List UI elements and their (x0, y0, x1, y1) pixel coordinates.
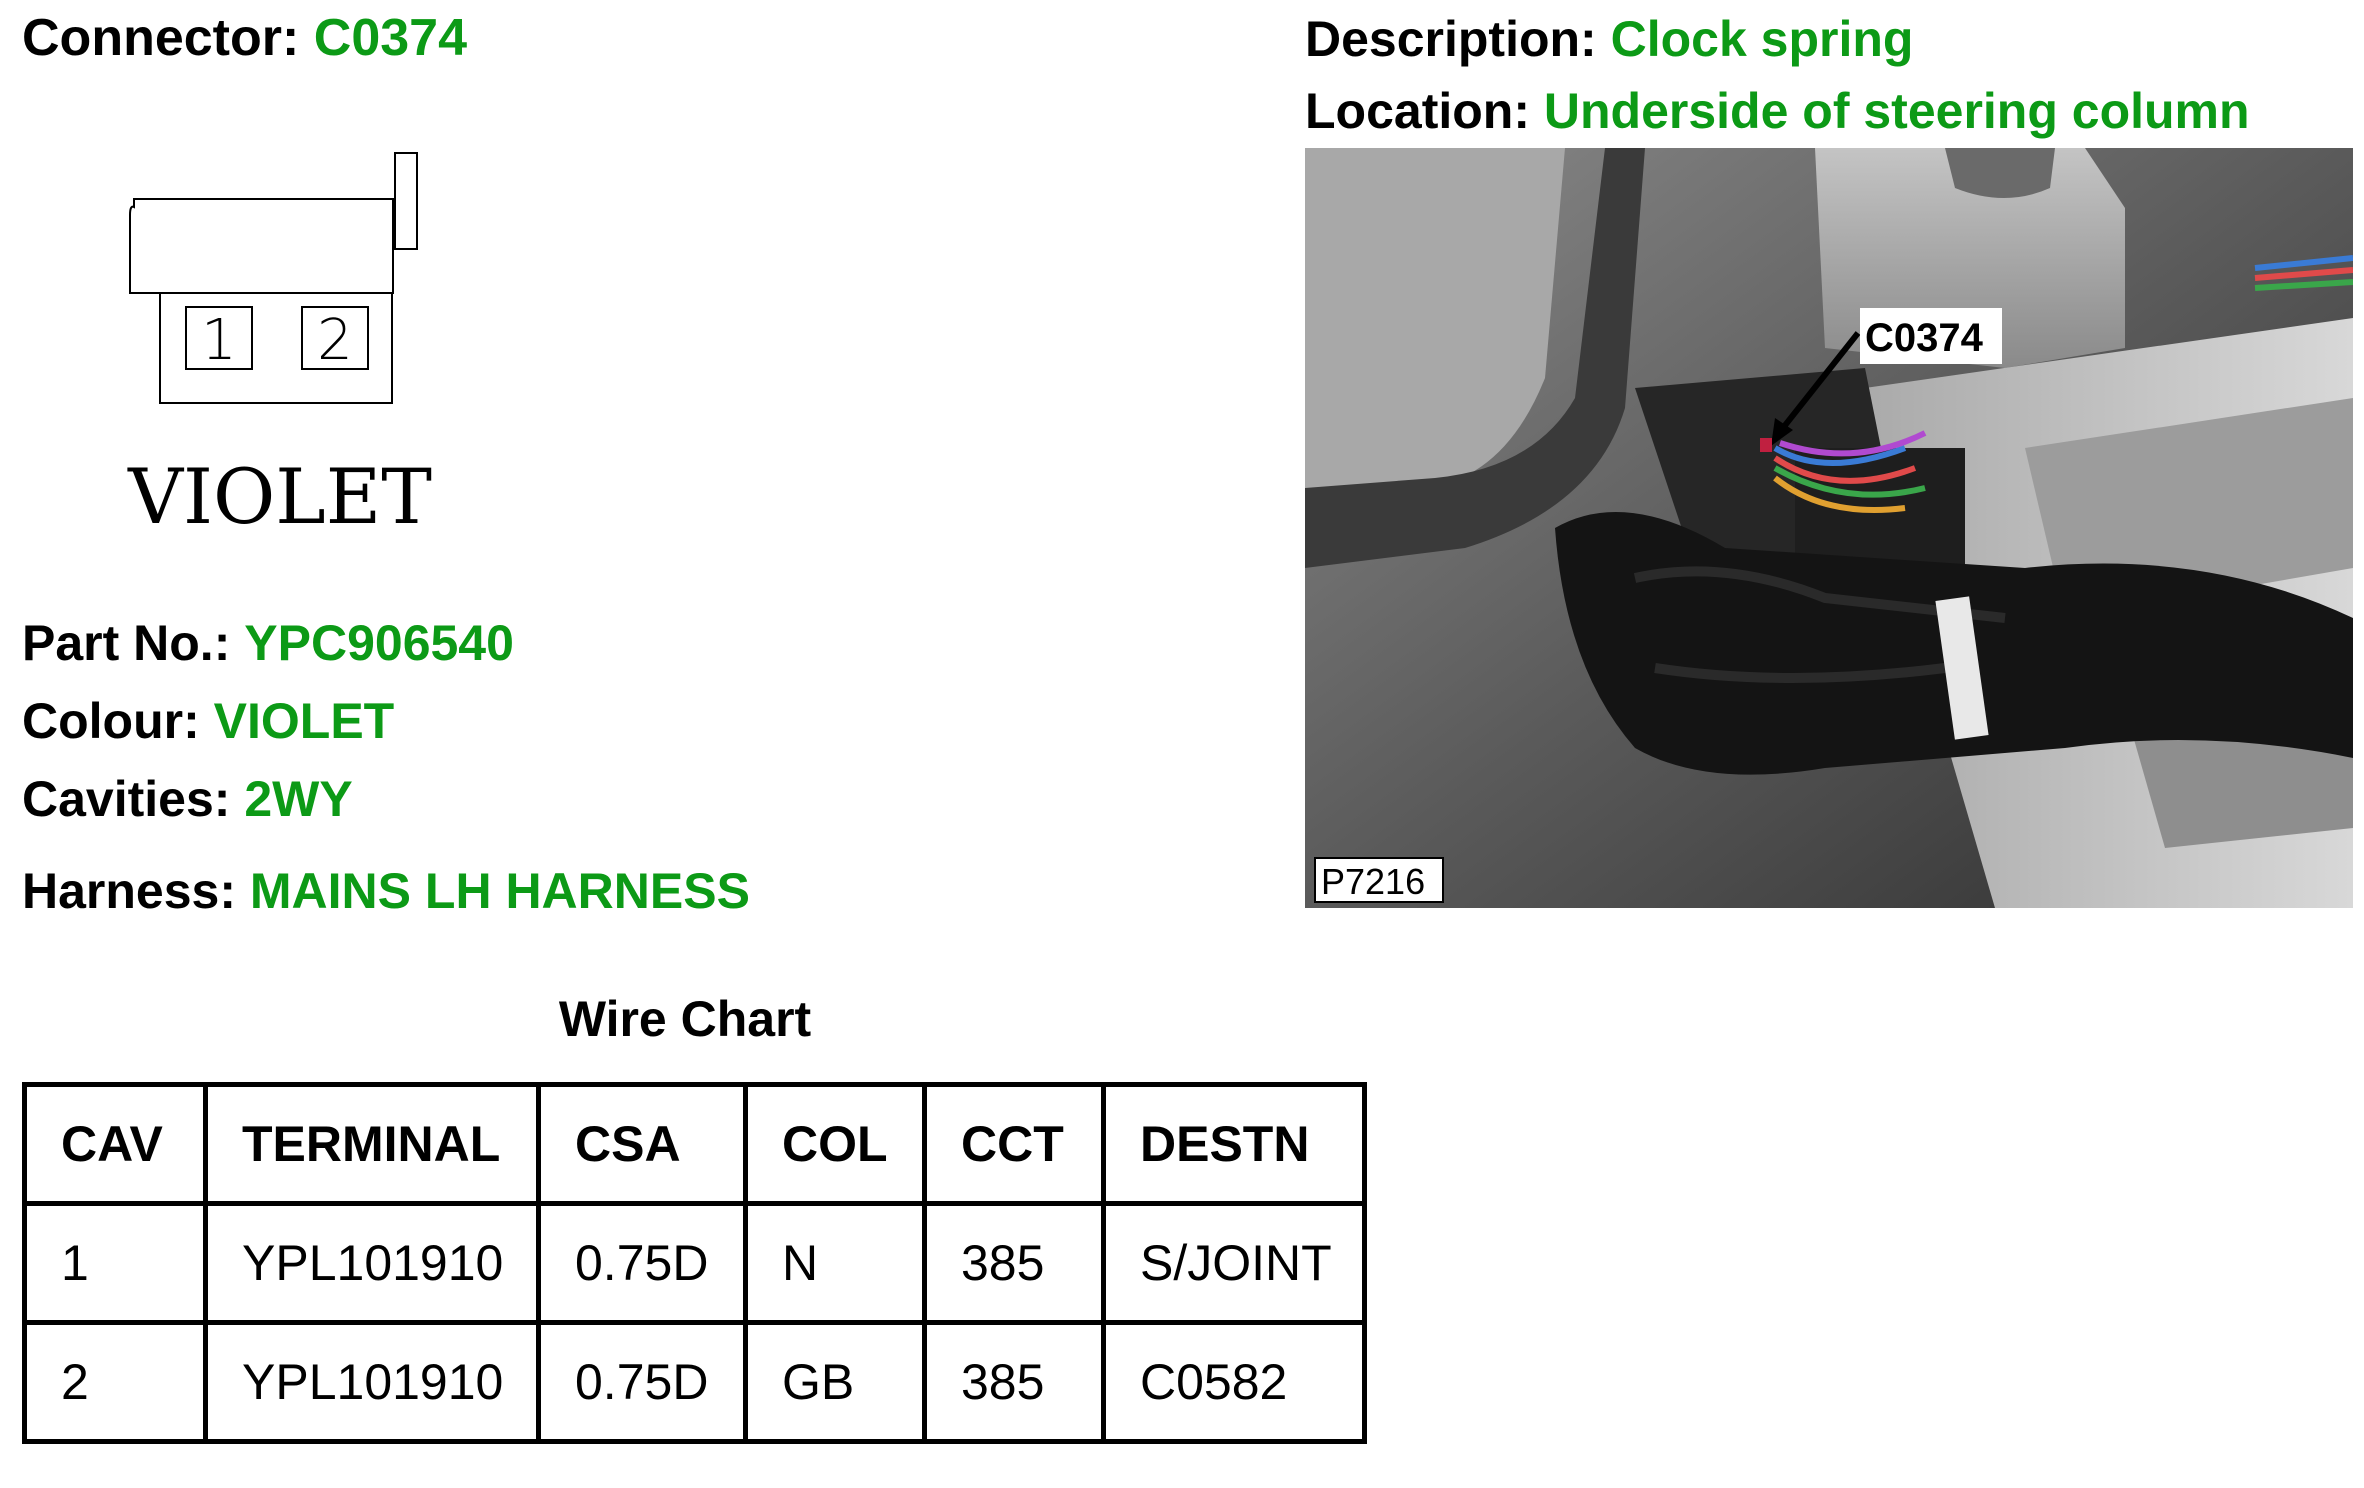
photo-callout-label: C0374 (1865, 316, 1984, 360)
connector-label: Connector: (22, 9, 300, 67)
connector-drawing: 1 2 VIOLET (127, 152, 432, 541)
location-line: Location: Underside of steering column (1305, 82, 2250, 140)
header-terminal: TERMINAL (203, 1082, 541, 1206)
cell-cav: 2 (22, 1320, 208, 1444)
photo-reference-label: P7216 (1321, 861, 1425, 902)
harness-value: MAINS LH HARNESS (249, 863, 750, 919)
cell-cct: 385 (922, 1320, 1106, 1444)
cell-cav: 1 (22, 1201, 208, 1325)
header-csa: CSA (536, 1082, 748, 1206)
colour-label: Colour: (22, 693, 200, 749)
header-cct: CCT (922, 1082, 1106, 1206)
cell-cct: 385 (922, 1201, 1106, 1325)
colour-line: Colour: VIOLET (22, 692, 394, 750)
part-no-value: YPC906540 (244, 615, 514, 671)
cavities-value: 2WY (244, 771, 353, 827)
connector-line: Connector: C0374 (22, 8, 467, 68)
cavity-2-box (301, 306, 369, 370)
wire-chart-table: CAV TERMINAL CSA COL CCT DESTN 1 YPL1019… (22, 1082, 1367, 1444)
cavities-label: Cavities: (22, 771, 231, 827)
header-destn: DESTN (1101, 1082, 1367, 1206)
description-label: Description: (1305, 11, 1597, 67)
part-no-label: Part No.: (22, 615, 231, 671)
harness-label: Harness: (22, 863, 236, 919)
table-header-row: CAV TERMINAL CSA COL CCT DESTN (22, 1082, 1367, 1206)
header-col: COL (743, 1082, 927, 1206)
part-no-line: Part No.: YPC906540 (22, 614, 514, 672)
cell-csa: 0.75D (536, 1201, 748, 1325)
cell-col: N (743, 1201, 927, 1325)
description-value: Clock spring (1610, 11, 1914, 67)
cavity-1-number: 1 (201, 308, 237, 373)
connector-id: C0374 (313, 9, 468, 67)
cell-destn: C0582 (1101, 1320, 1367, 1444)
diagram-colour-label: VIOLET (127, 452, 432, 541)
wire-chart-title: Wire Chart (558, 991, 812, 1047)
location-label: Location: (1305, 83, 1530, 139)
cell-destn: S/JOINT (1101, 1201, 1367, 1325)
connector-diagram: 1 2 VIOLET (120, 145, 440, 545)
cell-terminal: YPL101910 (203, 1201, 541, 1325)
table-row: 1 YPL101910 0.75D N 385 S/JOINT (22, 1201, 1367, 1325)
harness-line: Harness: MAINS LH HARNESS (22, 862, 750, 920)
cavity-2-number: 2 (317, 308, 353, 373)
cell-terminal: YPL101910 (203, 1320, 541, 1444)
location-value: Underside of steering column (1543, 83, 2250, 139)
cavity-1-box (185, 306, 253, 370)
description-line: Description: Clock spring (1305, 10, 1913, 68)
cell-csa: 0.75D (536, 1320, 748, 1444)
header-cav: CAV (22, 1082, 208, 1206)
cavities-line: Cavities: 2WY (22, 770, 353, 828)
cell-col: GB (743, 1320, 927, 1444)
table-row: 2 YPL101910 0.75D GB 385 C0582 (22, 1320, 1367, 1444)
connector-location-photo: C0374 P7216 (1305, 148, 2353, 908)
colour-value: VIOLET (213, 693, 395, 749)
